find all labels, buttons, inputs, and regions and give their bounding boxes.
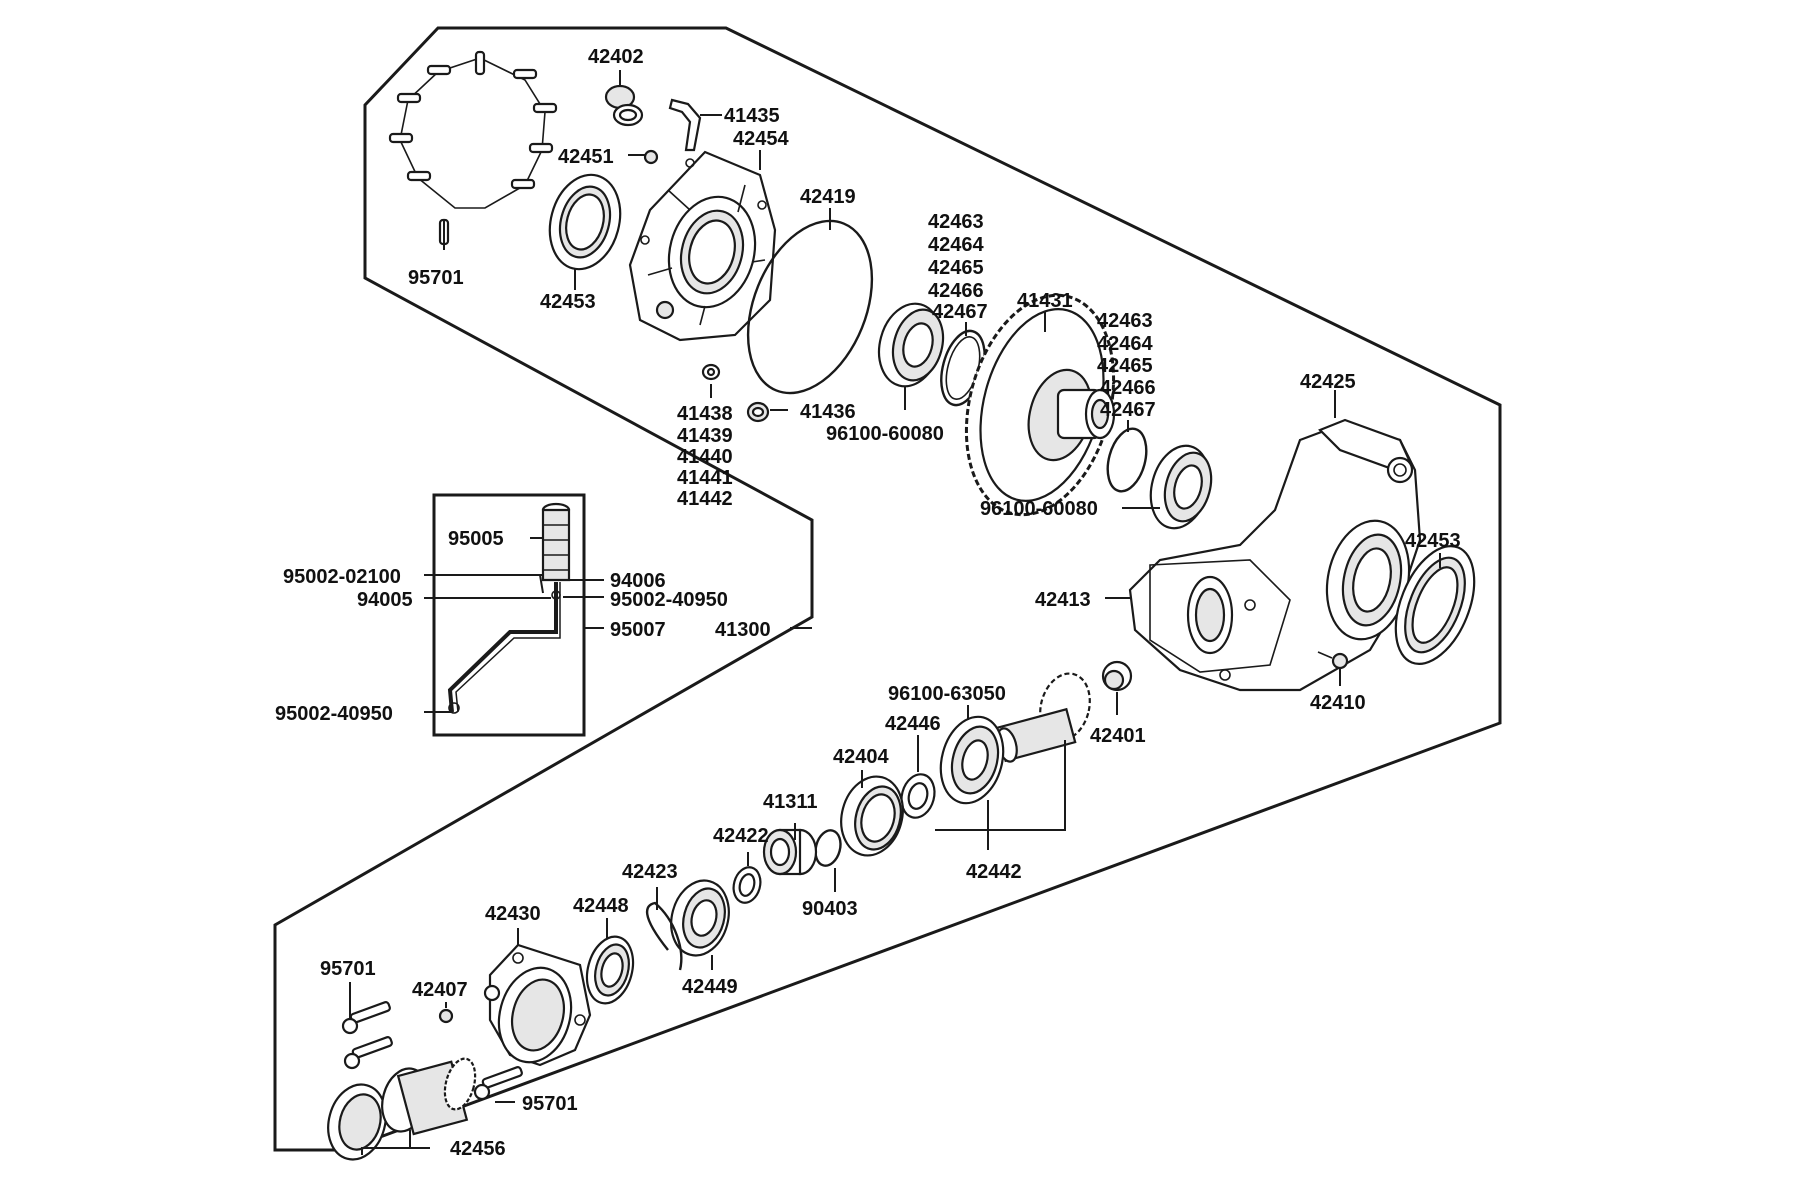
ring-42422: [732, 866, 762, 904]
label-42446: 42446: [885, 713, 941, 735]
svg-text:41438: 41438: [677, 403, 733, 425]
label-42449: 42449: [682, 976, 738, 998]
ring-gear-41431: [964, 293, 1116, 517]
ball-bearing-96100-63050: [939, 715, 1005, 805]
shim-42446: [900, 773, 936, 819]
label-96100-60080-lower: 96100-60080: [980, 498, 1098, 520]
label-42430: 42430: [485, 903, 541, 925]
needle-bearing-42404: [840, 775, 904, 857]
plug-42407: [438, 1008, 454, 1024]
svg-text:42463: 42463: [1097, 310, 1153, 332]
label-42451: 42451: [558, 146, 614, 168]
label-42407: 42407: [412, 979, 468, 1001]
label-90403: 90403: [802, 898, 858, 920]
label-95701-top: 95701: [408, 267, 464, 289]
label-95701-bottom-left: 95701: [320, 958, 376, 980]
o-ring-42419: [746, 219, 874, 395]
ball-bearing-42449: [670, 879, 730, 957]
svg-text:41439: 41439: [677, 425, 733, 447]
label-94006: 94006: [610, 570, 666, 592]
svg-text:42466: 42466: [1100, 377, 1156, 399]
drain-plug-42402: [604, 84, 644, 127]
svg-text:41441: 41441: [677, 467, 733, 489]
breather-hose-inset-box: [432, 493, 586, 737]
bolt-ring-95701: [388, 50, 558, 246]
oil-seal-42453-right: [1394, 545, 1476, 665]
label-95005: 95005: [448, 528, 504, 550]
oil-seal-42448: [585, 935, 635, 1005]
breather-hose-95007: [447, 582, 561, 714]
breather-fitting-41435: [668, 98, 702, 152]
label-42410: 42410: [1310, 692, 1366, 714]
label-42453-right: 42453: [1405, 530, 1461, 552]
label-42422: 42422: [713, 825, 769, 847]
bolt-42451: [643, 149, 659, 165]
bolts-95701-bottom-left: [341, 1001, 393, 1070]
svg-text:42466: 42466: [928, 280, 984, 302]
svg-text:41442: 41442: [677, 488, 733, 510]
svg-text:42467: 42467: [932, 301, 988, 323]
pinion-housing-cover-42430: [483, 943, 592, 1067]
drive-pinion-gear: [995, 672, 1091, 763]
label-95007: 95007: [610, 619, 666, 641]
output-flange-42456: [327, 1057, 477, 1161]
label-stack-42463-lower: 42463 42464 42465 42466 42467: [1097, 310, 1156, 421]
label-41436: 41436: [800, 401, 856, 423]
plug-41436: [746, 401, 770, 423]
label-95002-02100: 95002-02100: [283, 566, 401, 588]
svg-text:42464: 42464: [1097, 333, 1153, 355]
sleeve-41311: [762, 828, 818, 876]
shim-42463-lower: [1106, 427, 1148, 493]
bolt-95701-bottom-right: [473, 1066, 523, 1101]
label-41431: 41431: [1017, 290, 1073, 312]
label-41435: 41435: [724, 105, 780, 127]
svg-text:42464: 42464: [928, 234, 984, 256]
label-95701-bottom-right: 95701: [522, 1093, 578, 1115]
svg-text:42467: 42467: [1100, 399, 1156, 421]
label-42404: 42404: [833, 746, 889, 768]
svg-text:42465: 42465: [928, 257, 984, 279]
svg-text:41440: 41440: [677, 446, 733, 468]
assembly-outline-frame: [273, 26, 1502, 1152]
label-42402: 42402: [588, 46, 644, 68]
washer-41438: [701, 363, 721, 381]
label-95002-40950-upper: 95002-40950: [610, 589, 728, 611]
label-42448: 42448: [573, 895, 629, 917]
label-42419: 42419: [800, 186, 856, 208]
oil-seal-42453-top: [548, 173, 622, 271]
label-96100-60080-upper: 96100-60080: [826, 423, 944, 445]
svg-text:42463: 42463: [928, 211, 984, 233]
label-41311: 41311: [763, 791, 818, 813]
label-94005: 94005: [357, 589, 413, 611]
label-96100-63050: 96100-63050: [888, 683, 1006, 705]
breather-cap-95005: [541, 502, 571, 582]
circlip-42423: [645, 901, 683, 971]
ball-bearing-96100-60080-upper: [877, 302, 945, 388]
label-42425: 42425: [1300, 371, 1356, 393]
label-42413: 42413: [1035, 589, 1091, 611]
snap-ring-90403: [814, 829, 842, 867]
bearing-cover-42454: [628, 150, 777, 342]
label-42401: 42401: [1090, 725, 1146, 747]
label-42453-top: 42453: [540, 291, 596, 313]
collar-42401: [1101, 660, 1133, 692]
label-41300: 41300: [715, 619, 771, 641]
label-42454: 42454: [733, 128, 789, 150]
label-95002-40950-lower: 95002-40950: [275, 703, 393, 725]
differential-case-42413: [1128, 418, 1422, 692]
label-stack-42463-upper: 42463 42464 42465 42466 42467: [928, 211, 988, 323]
svg-text:42465: 42465: [1097, 355, 1153, 377]
ball-bearing-96100-60080-lower: [1149, 444, 1213, 530]
label-42442: 42442: [966, 861, 1022, 883]
label-42456: 42456: [450, 1138, 506, 1160]
label-stack-41438: 41438 41439 41440 41441 41442: [677, 403, 733, 510]
label-42423: 42423: [622, 861, 678, 883]
